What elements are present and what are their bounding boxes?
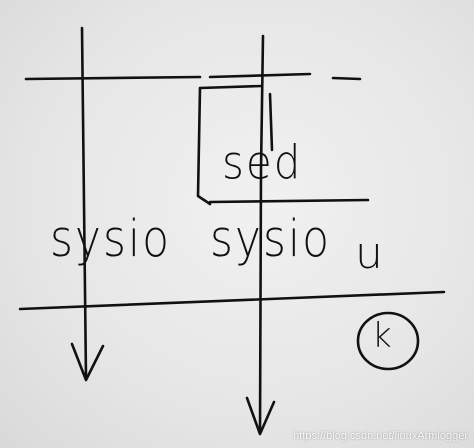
top-line-left bbox=[24, 75, 202, 81]
top-line-right bbox=[208, 72, 312, 79]
mid-tick bbox=[268, 92, 274, 152]
left-arrow-shaft bbox=[80, 26, 88, 380]
top-dash bbox=[331, 76, 362, 81]
sed-box-bottom bbox=[208, 198, 370, 204]
label-sysio-middle: sysio bbox=[210, 210, 332, 269]
bottom-line bbox=[18, 290, 446, 311]
sed-box-top bbox=[198, 84, 264, 90]
mid-arrow-shaft bbox=[258, 34, 265, 434]
sed-box-left bbox=[196, 86, 212, 206]
left-arrow-head bbox=[70, 342, 105, 382]
label-sysio-left: sysio bbox=[50, 210, 172, 269]
watermark-url: https://blog.csdn.net/linuxArmlogger bbox=[293, 430, 468, 442]
mid-arrow-head bbox=[245, 396, 276, 436]
label-u: u bbox=[355, 228, 385, 279]
k-circle bbox=[356, 311, 420, 371]
label-sed: sed bbox=[222, 135, 303, 190]
label-k: k bbox=[372, 316, 394, 356]
